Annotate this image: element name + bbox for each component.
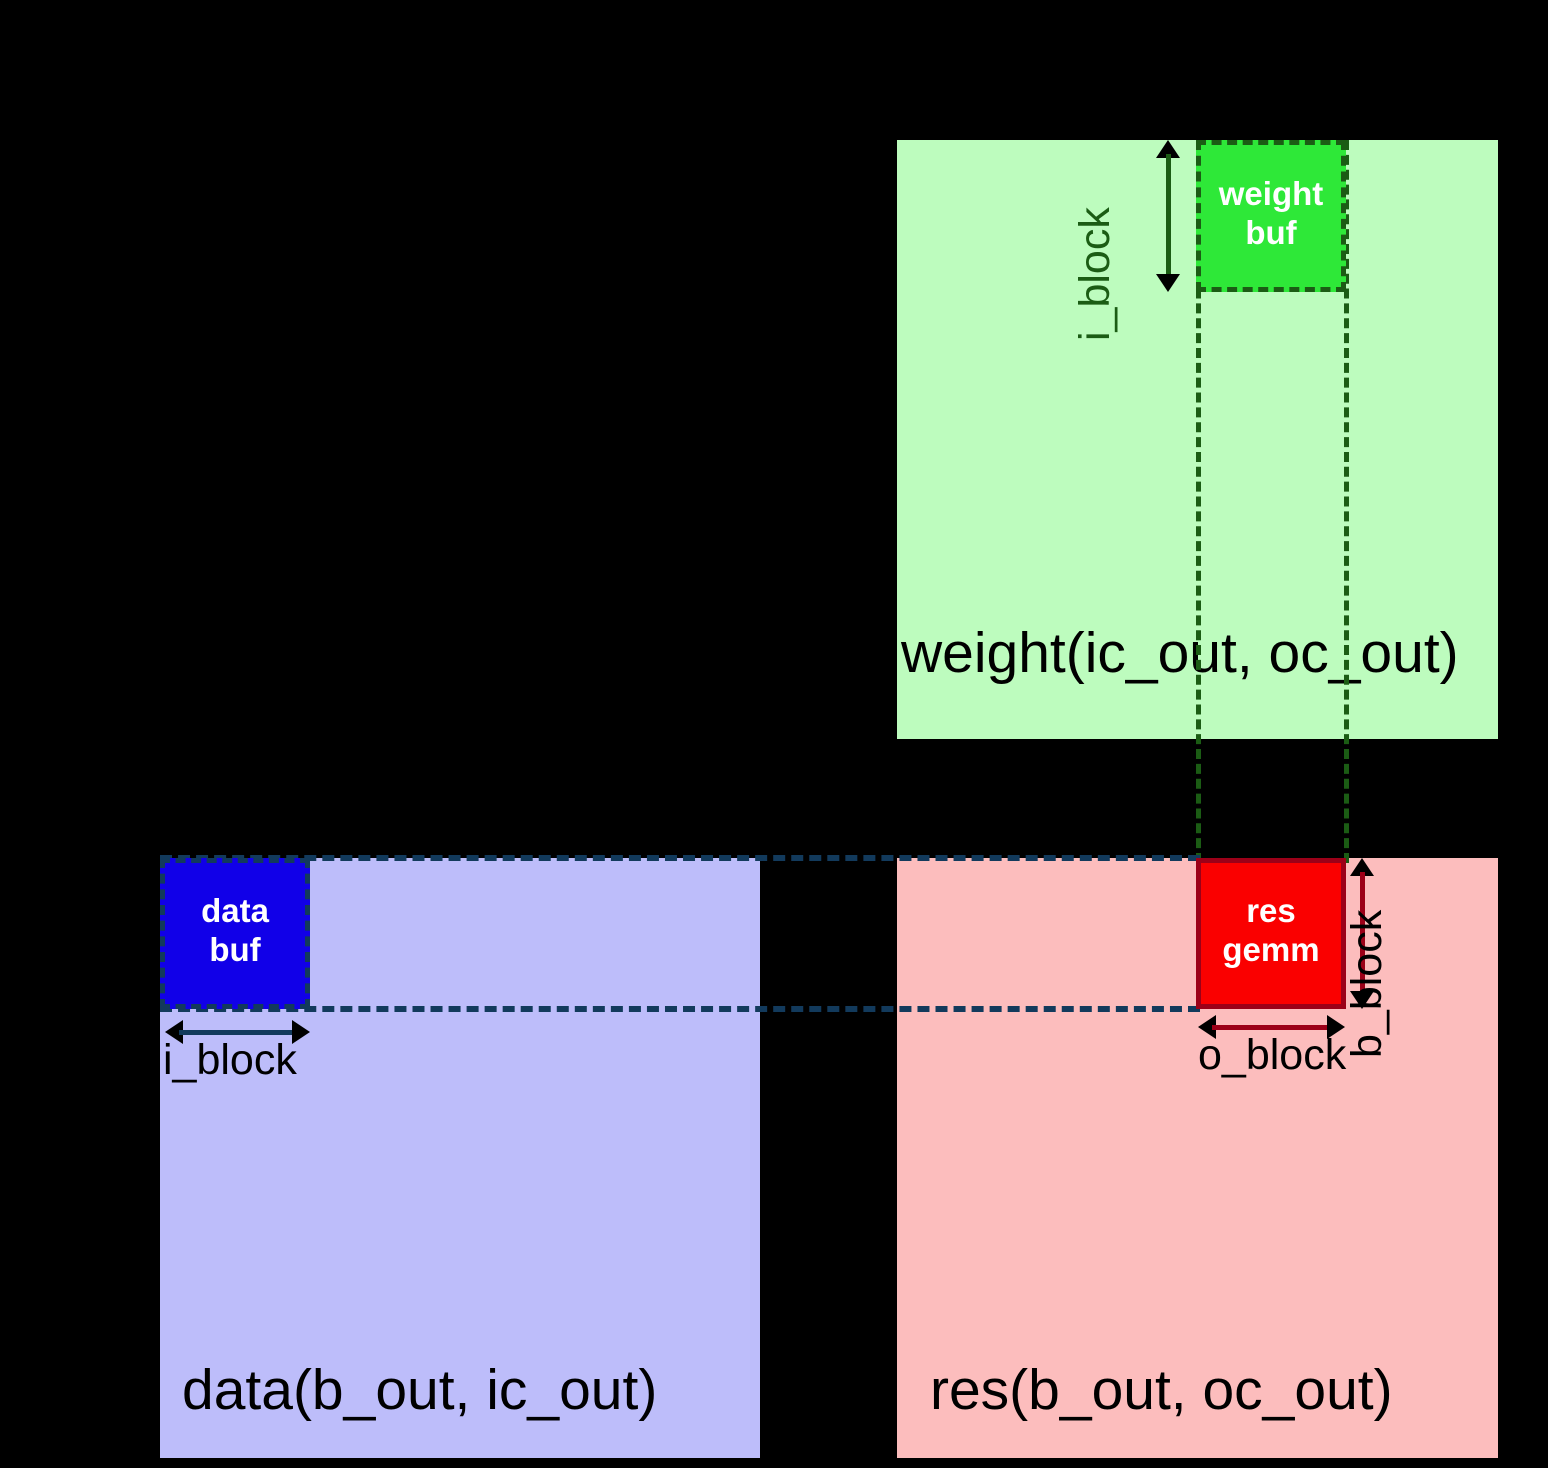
weight-right-projection-line (1344, 140, 1349, 863)
arrow-shaft (1360, 872, 1365, 995)
data-buf-block: data buf (160, 858, 310, 1009)
arrow-head-up-icon (1350, 858, 1374, 876)
data-buf-label-line1: data (201, 892, 269, 929)
res-gemm-label-line2: gemm (1222, 930, 1320, 968)
arrow-head-right-icon (1327, 1015, 1345, 1039)
weight-buf-block: weight buf (1196, 140, 1346, 292)
data-bottom-projection-line (160, 1006, 1200, 1012)
arrow-shaft (1166, 154, 1171, 278)
i-block-weight-label: i_block (1071, 207, 1119, 341)
arrow-head-left-icon (165, 1020, 183, 1044)
i-block-data-label: i_block (163, 1036, 297, 1084)
arrow-head-left-icon (1198, 1015, 1216, 1039)
weight-buf-label-line1: weight (1218, 175, 1324, 212)
data-buf-label-line2: buf (209, 930, 261, 968)
data-buf-label: data buf (165, 892, 305, 970)
arrow-head-up-icon (1156, 140, 1180, 158)
weight-buf-label-line2: buf (1245, 213, 1297, 251)
weight-buf-label: weight buf (1201, 175, 1341, 253)
data-top-projection-line (160, 855, 1200, 861)
b-block-label: b_block (1343, 909, 1391, 1058)
o-block-label: o_block (1198, 1031, 1347, 1079)
res-gemm-label-line1: res (1246, 892, 1296, 929)
arrow-head-right-icon (292, 1020, 310, 1044)
data-matrix-caption: data(b_out, ic_out) (182, 1358, 658, 1422)
res-gemm-block: res gemm (1196, 858, 1346, 1009)
res-matrix-caption: res(b_out, oc_out) (930, 1358, 1393, 1422)
arrow-head-down-icon (1350, 991, 1374, 1009)
res-gemm-label: res gemm (1201, 892, 1341, 970)
arrow-shaft (179, 1030, 296, 1035)
arrow-head-down-icon (1156, 274, 1180, 292)
arrow-shaft (1212, 1025, 1331, 1030)
weight-matrix-caption: weight(ic_out, oc_out) (901, 621, 1459, 685)
weight-left-projection-line (1196, 140, 1201, 863)
